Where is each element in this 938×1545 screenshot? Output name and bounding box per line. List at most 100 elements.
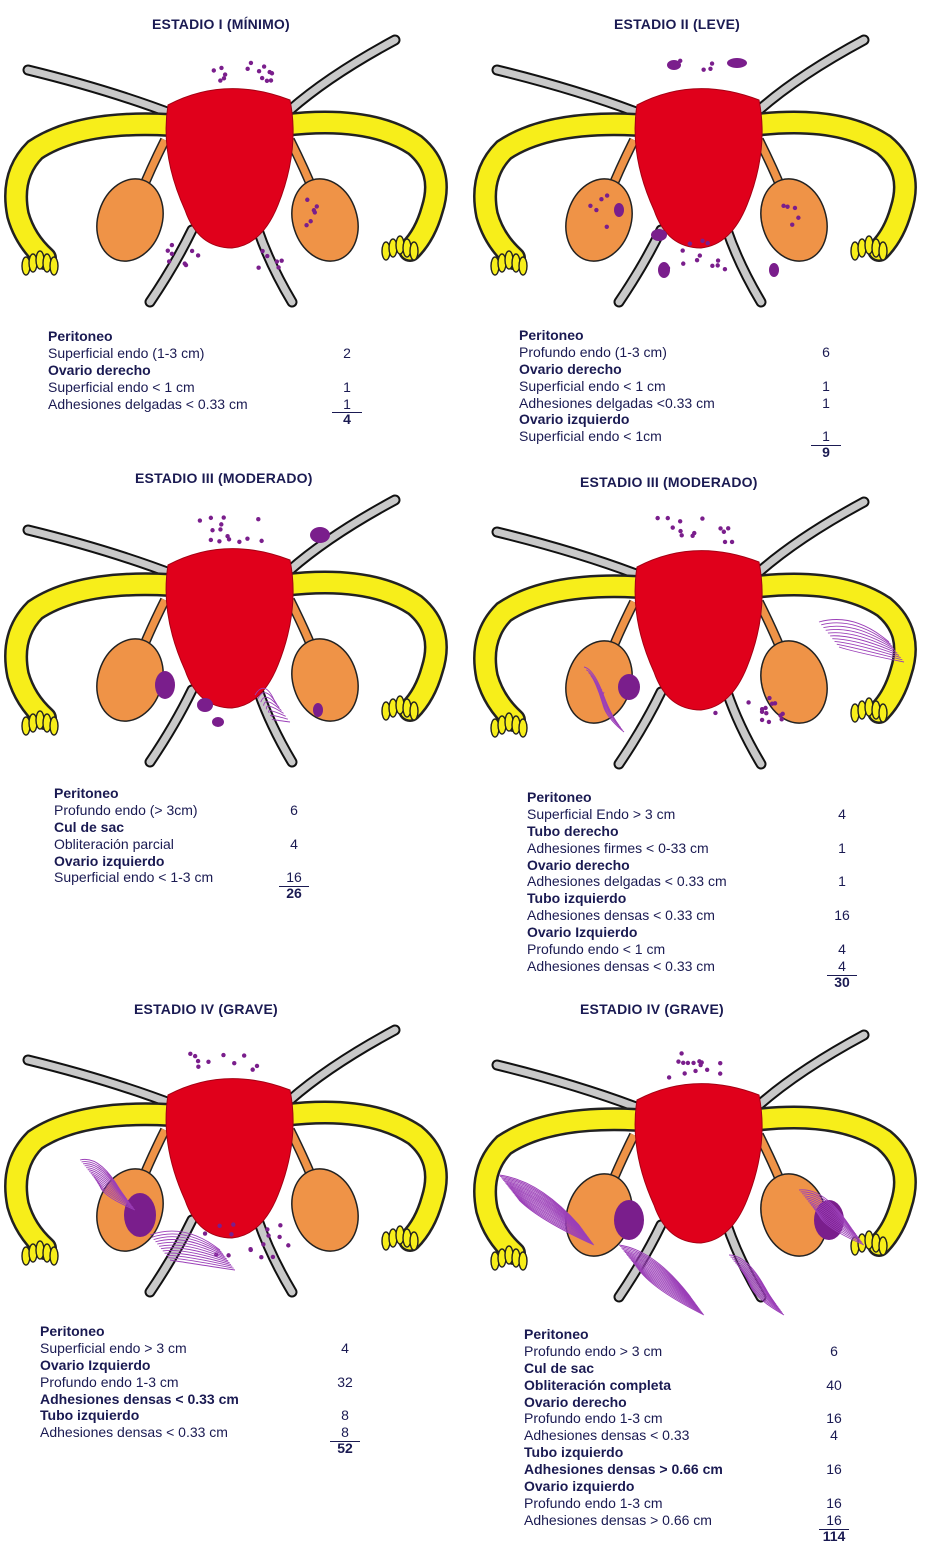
right-ovary (282, 1160, 369, 1260)
endometriosis-implant (212, 68, 216, 72)
ligament (28, 70, 175, 115)
endometriosis-implant (730, 540, 734, 544)
fimbria (410, 1232, 418, 1250)
endometriosis-implant (183, 261, 187, 265)
endometriosis-implant (681, 1061, 685, 1065)
endometriosis-implant (605, 193, 609, 197)
endometriosis-implant (599, 197, 603, 201)
endometriosis-implant (767, 720, 771, 724)
endometriosis-implant (698, 253, 702, 257)
endometriosis-implant (190, 249, 194, 253)
endometriosis-implant (594, 208, 598, 212)
endometriosis-implant (167, 259, 171, 263)
uterus (166, 1079, 293, 1238)
pelvic-anatomy-diagram (469, 1025, 938, 1305)
score-total: 52 (330, 1440, 360, 1457)
score-value: 4 (279, 836, 309, 853)
endometriosis-implant (276, 265, 280, 269)
ligament (290, 40, 395, 110)
uterus (635, 89, 762, 248)
score-value: 4 (819, 1427, 849, 1444)
score-label: Ovario derecho (48, 362, 151, 379)
score-label: Adhesiones densas < 0.33 cm (527, 958, 715, 975)
endometriosis-implant (710, 264, 714, 268)
endometriosis-implant (695, 258, 699, 262)
stage-title: ESTADIO III (MODERADO) (135, 470, 313, 486)
endometriosis-implant (690, 534, 694, 538)
ligament (28, 1060, 175, 1105)
stage-title: ESTADIO IV (GRAVE) (134, 1001, 278, 1017)
ligament (759, 502, 864, 572)
endometriosis-implant (710, 61, 714, 65)
endometriosis-implant (785, 205, 789, 209)
pelvic-anatomy-diagram (469, 30, 938, 310)
score-label: Tubo derecho (527, 823, 619, 840)
fimbria (410, 242, 418, 260)
endometriosis-implant (275, 259, 279, 263)
endometriosis-implant (718, 1061, 722, 1065)
score-label: Ovario Izquierdo (527, 924, 637, 941)
endometriosis-implant (196, 1065, 200, 1069)
score-label: Profundo endo 1-3 cm (40, 1374, 179, 1391)
anatomy-group (16, 1030, 436, 1292)
endometriosis-implant (667, 1075, 671, 1079)
ligament (497, 532, 644, 577)
stage-title: ESTADIO III (MODERADO) (580, 474, 758, 490)
endometriosis-implant (308, 219, 312, 223)
endometriosis-implant (312, 208, 316, 212)
score-label: Tubo izquierdo (527, 890, 626, 907)
fimbria (519, 1252, 527, 1270)
endometriosis-implant (266, 1233, 270, 1237)
endometriosis-implant (265, 1227, 269, 1231)
fimbria (410, 702, 418, 720)
right-ovary (282, 630, 369, 730)
score-label: Ovario izquierdo (519, 411, 629, 428)
endometriosis-implant (713, 711, 717, 715)
anatomy-group (485, 1035, 905, 1315)
score-value: 1 (811, 378, 841, 395)
score-label: Superficial endo < 1-3 cm (54, 869, 213, 886)
score-value: 4 (827, 941, 857, 958)
score-label: Adhesiones densas < 0.33 cm (527, 907, 715, 924)
pelvic-anatomy-diagram (0, 1020, 469, 1300)
endometriosis-implant (210, 528, 214, 532)
score-label: Obliteración parcial (54, 836, 174, 853)
endometriosis-implant (682, 1071, 686, 1075)
endometriosis-implant (256, 266, 260, 270)
endometriosis-implant (760, 707, 764, 711)
endometriosis-implant (681, 261, 685, 265)
right-ovary (282, 170, 369, 270)
score-value: 1 (811, 395, 841, 412)
endometriosis-implant (790, 223, 794, 227)
ligament (727, 692, 761, 764)
endometriosis-implant (198, 518, 202, 522)
score-value: 16 (819, 1461, 849, 1478)
adhesion-strand (837, 644, 903, 660)
endometriosis-implant (671, 525, 675, 529)
score-label: Ovario izquierdo (54, 853, 164, 870)
endometriosis-implant (256, 517, 260, 521)
score-label: Obliteración completa (524, 1377, 671, 1394)
endometriosis-implant (260, 76, 264, 80)
fimbria (879, 242, 887, 260)
score-label: Peritoneo (54, 785, 119, 802)
score-label: Adhesiones delgadas <0.33 cm (519, 395, 715, 412)
endometriosis-implant (605, 225, 609, 229)
endometriosis-implant (279, 258, 283, 262)
score-label: Profundo endo < 1 cm (527, 941, 665, 958)
endometriosis-implant (781, 204, 785, 208)
fimbria (519, 719, 527, 737)
ligament (497, 70, 644, 115)
endometriosis-implant (255, 1064, 259, 1068)
score-value: 1 (827, 873, 857, 890)
score-label: Superficial Endo > 3 cm (527, 806, 675, 823)
endometriosis-implant (764, 711, 768, 715)
score-value: 16 (827, 907, 857, 924)
endometriosis-implant (778, 713, 782, 717)
fimbria (50, 257, 58, 275)
endometrioma (124, 1193, 156, 1237)
score-value: 32 (330, 1374, 360, 1391)
endometriosis-implant (315, 204, 319, 208)
score-value: 40 (819, 1377, 849, 1394)
score-label: Cul de sac (524, 1360, 594, 1377)
